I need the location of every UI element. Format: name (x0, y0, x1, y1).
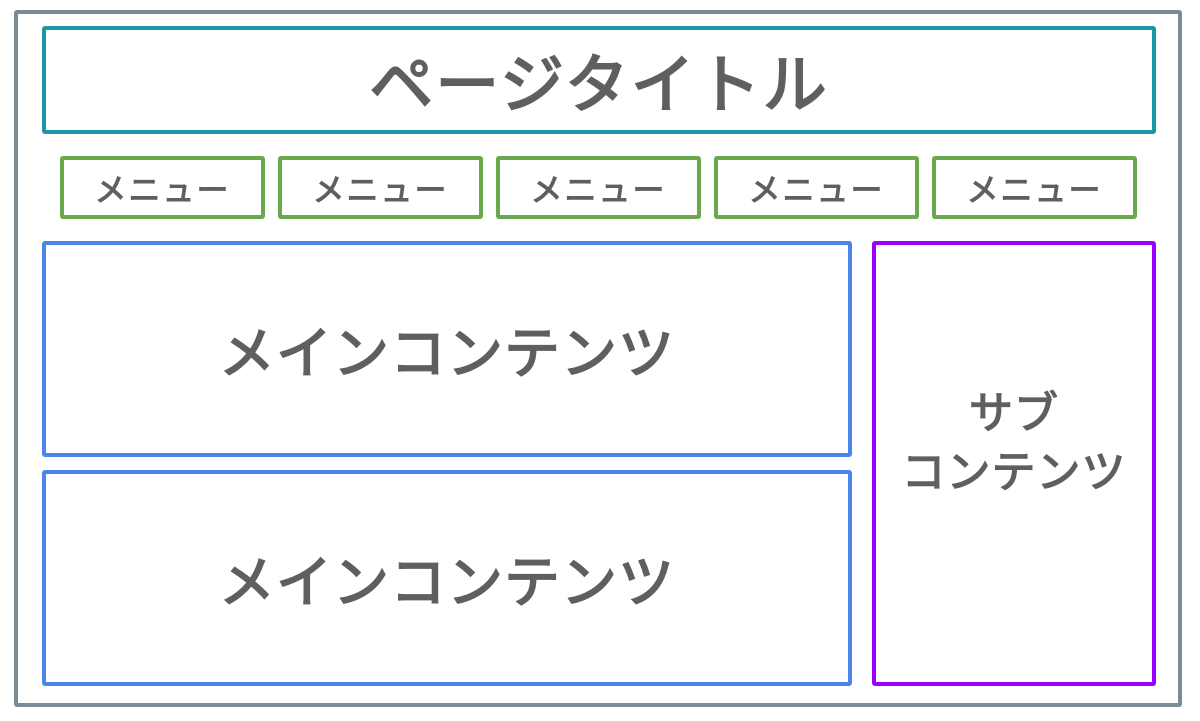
main-content-label: メインコンテンツ (219, 550, 675, 616)
menu-item-label: メニュー (312, 170, 449, 209)
menu-item-1[interactable]: メニュー (60, 156, 265, 219)
main-content-label: メインコンテンツ (219, 321, 675, 387)
page-frame (14, 10, 1182, 707)
page-title: ページタイトル (369, 49, 829, 123)
menu-item-label: メニュー (966, 170, 1103, 209)
menu-item-label: メニュー (530, 170, 667, 209)
main-content-1: メインコンテンツ (42, 241, 852, 457)
main-content-2: メインコンテンツ (42, 470, 852, 686)
menu-item-3[interactable]: メニュー (496, 156, 701, 219)
sub-content-label-line1: サブ (969, 388, 1059, 440)
sub-content-label-line2: コンテンツ (901, 446, 1127, 498)
menu-item-2[interactable]: メニュー (278, 156, 483, 219)
menu-item-4[interactable]: メニュー (714, 156, 919, 219)
sub-content: サブ コンテンツ (872, 241, 1156, 686)
menu-item-label: メニュー (94, 170, 231, 209)
page-title-box: ページタイトル (42, 26, 1156, 134)
menu-item-label: メニュー (748, 170, 885, 209)
menu-item-5[interactable]: メニュー (932, 156, 1137, 219)
